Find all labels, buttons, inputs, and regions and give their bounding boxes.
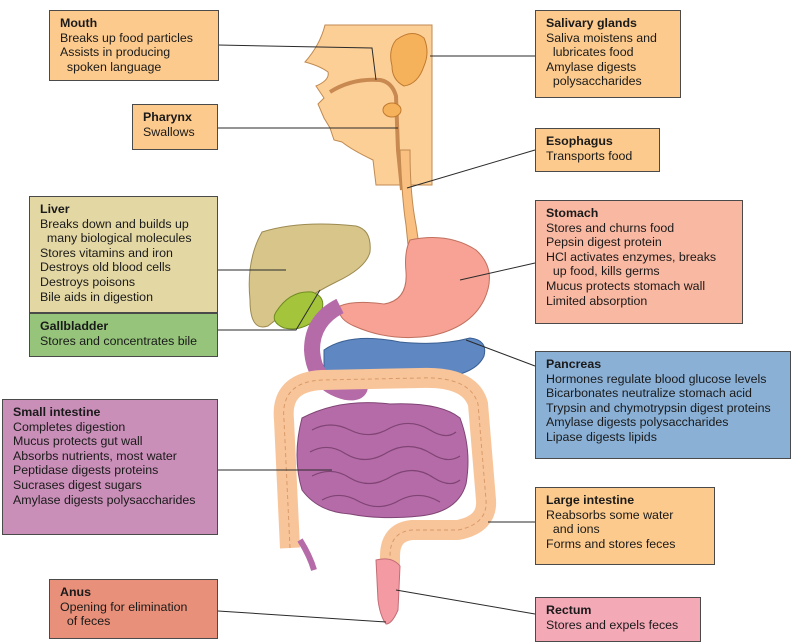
label-pharynx: Pharynx Swallows [132, 104, 218, 150]
label-line: Mucus protects stomach wall [546, 278, 706, 293]
label-title: Small intestine [13, 405, 101, 419]
label-line: Mucus protects gut wall [13, 434, 143, 449]
label-liver: Liver Breaks down and builds up many bio… [29, 196, 218, 313]
label-line: Saliva moistens and [546, 30, 657, 45]
salivary-gland-lower [382, 102, 402, 118]
label-pancreas: Pancreas Hormones regulate blood glucose… [535, 351, 791, 459]
label-line: Swallows [143, 124, 195, 139]
stomach-organ [338, 237, 490, 339]
label-line: and ions [546, 522, 600, 537]
label-line: Sucrases digest sugars [13, 477, 142, 492]
label-line: Amylase digests polysaccharides [546, 415, 729, 430]
label-large-intestine: Large intestine Reabsorbs some water and… [535, 487, 715, 565]
label-title: Esophagus [546, 134, 613, 148]
label-line: Forms and stores feces [546, 536, 676, 551]
label-line: Lipase digests lipids [546, 429, 657, 444]
label-line: Pepsin digest protein [546, 235, 662, 250]
label-title: Liver [40, 202, 70, 216]
label-line: Completes digestion [13, 419, 126, 434]
label-line: Stores and concentrates bile [40, 333, 198, 348]
label-line: Limited absorption [546, 293, 648, 308]
label-small-intestine: Small intestine Completes digestion Mucu… [2, 399, 218, 535]
large-intestine-outline [283, 377, 487, 575]
label-line: Stores and expels feces [546, 617, 679, 632]
label-anus: Anus Opening for elimination of feces [49, 579, 218, 639]
label-gallbladder: Gallbladder Stores and concentrates bile [29, 313, 218, 357]
appendix [297, 538, 317, 571]
label-line: Reabsorbs some water [546, 507, 674, 522]
label-title: Stomach [546, 206, 599, 220]
label-line: many biological molecules [40, 231, 192, 246]
label-line: Peptidase digests proteins [13, 463, 159, 478]
label-title: Gallbladder [40, 319, 109, 333]
label-title: Anus [60, 585, 91, 599]
label-line: Amylase digests [546, 59, 637, 74]
rectum-organ [375, 558, 401, 625]
label-title: Salivary glands [546, 16, 637, 30]
label-title: Pharynx [143, 110, 192, 124]
label-line: Bile aids in digestion [40, 289, 153, 304]
small-intestine-organ [296, 402, 469, 519]
label-line: spoken language [60, 59, 162, 74]
label-line: lubricates food [546, 45, 634, 60]
label-line: Stores vitamins and iron [40, 245, 173, 260]
label-line: Absorbs nutrients, most water [13, 448, 177, 463]
label-line: Destroys poisons [40, 274, 136, 289]
label-line: Trypsin and chymotrypsin digest proteins [546, 400, 771, 415]
label-esophagus: Esophagus Transports food [535, 128, 660, 172]
liver-organ [248, 223, 371, 328]
label-stomach: Stomach Stores and churns food Pepsin di… [535, 200, 743, 324]
label-line: Breaks down and builds up [40, 216, 189, 231]
label-title: Mouth [60, 16, 98, 30]
label-rectum: Rectum Stores and expels feces [535, 597, 701, 642]
label-title: Pancreas [546, 357, 602, 371]
oral-cavity [328, 77, 404, 191]
label-line: Amylase digests polysaccharides [13, 492, 196, 507]
small-intestine-coils [309, 422, 461, 508]
label-line: Transports food [546, 148, 633, 163]
label-line: HCl activates enzymes, breaks [546, 249, 717, 264]
label-line: Stores and churns food [546, 220, 675, 235]
label-line: Destroys old blood cells [40, 260, 171, 275]
label-line: up food, kills germs [546, 264, 660, 279]
label-salivary-glands: Salivary glands Saliva moistens and lubr… [535, 10, 681, 98]
label-line: polysaccharides [546, 74, 642, 89]
label-title: Rectum [546, 603, 592, 617]
label-line: Assists in producing [60, 45, 171, 60]
label-line: Opening for elimination [60, 599, 188, 614]
label-mouth: Mouth Breaks up food particles Assists i… [49, 10, 219, 81]
salivary-gland [390, 33, 428, 87]
label-line: Hormones regulate blood glucose levels [546, 371, 767, 386]
label-line: of feces [60, 614, 111, 629]
label-line: Bicarbonates neutralize stomach acid [546, 386, 752, 401]
label-title: Large intestine [546, 493, 635, 507]
label-line: Breaks up food particles [60, 30, 193, 45]
